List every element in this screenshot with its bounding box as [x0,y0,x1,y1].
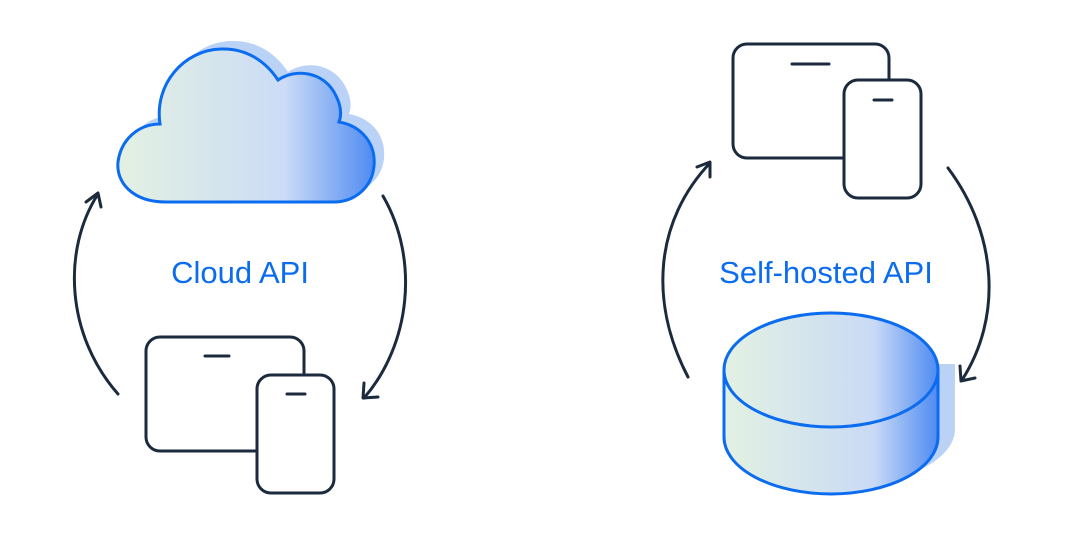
selfhosted-api-panel: Self-hosted API [661,42,991,496]
devices-icon [731,42,923,200]
selfhosted-api-label: Self-hosted API [719,255,933,290]
phone-device [255,373,336,495]
curved-arrow-icon [72,191,120,396]
database-icon [722,311,955,496]
curved-arrow-icon [661,160,712,379]
curved-arrow-icon [361,194,407,400]
cloud-icon [116,40,385,204]
curved-arrow-icon [946,166,991,383]
phone-device [842,78,923,200]
cloud-api-label: Cloud API [171,255,309,290]
cloud-api-panel: Cloud API [72,40,407,495]
devices-icon [144,335,336,495]
